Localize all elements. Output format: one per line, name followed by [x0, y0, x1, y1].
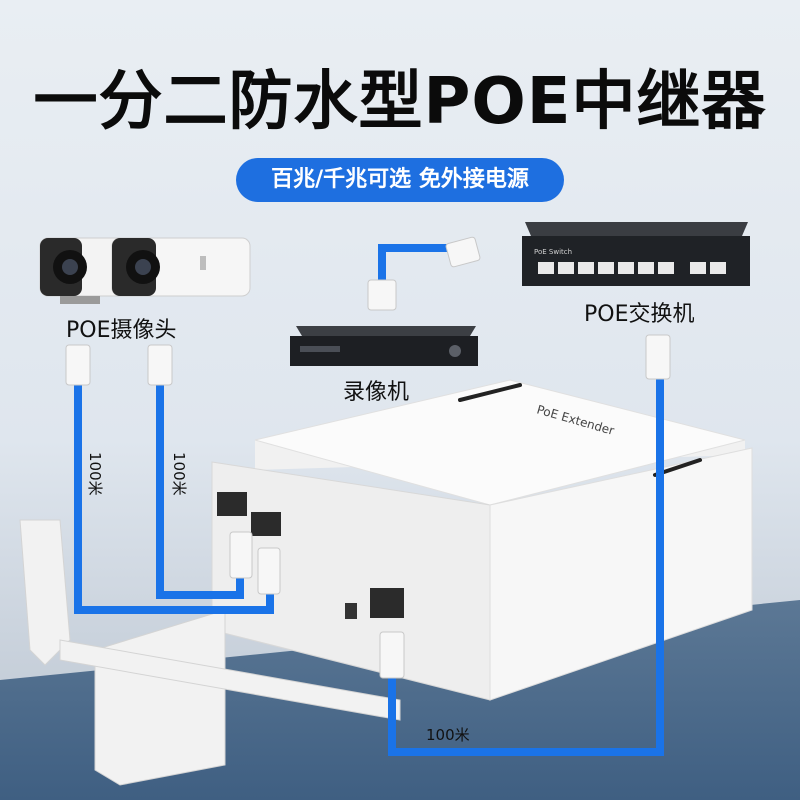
mounting-bracket-icon	[19, 519, 401, 786]
distance-label-middle: 100米	[170, 452, 188, 496]
distance-label-bottom: 100米	[426, 726, 470, 744]
page-title: 一分二防水型POE中继器	[33, 65, 767, 139]
rj45-plug-icon	[65, 334, 671, 679]
camera-right-icon	[111, 237, 251, 297]
subtitle-badge: 百兆/千兆可选 免外接电源	[236, 158, 564, 202]
poe-extender-icon: PoE Extender	[211, 379, 753, 701]
rj45-plug-icon	[367, 236, 481, 311]
nvr-icon	[290, 326, 478, 366]
poe-switch-icon: PoE Switch	[522, 222, 750, 286]
switch-label: POE交换机	[584, 302, 695, 327]
distance-label-left: 100米	[86, 452, 104, 496]
nvr-label: 录像机	[343, 380, 410, 405]
camera-label: POE摄像头	[66, 318, 177, 343]
switch-brand-text: PoE Switch	[534, 248, 572, 256]
